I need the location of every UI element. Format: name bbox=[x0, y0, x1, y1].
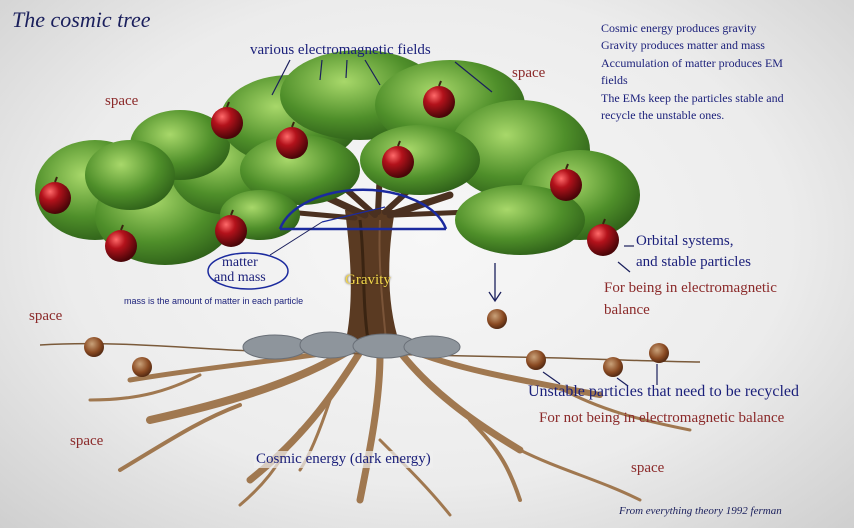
apple bbox=[105, 224, 137, 262]
unstable-particles-label: Unstable particles that need to be recyc… bbox=[528, 383, 799, 400]
apple bbox=[382, 140, 414, 178]
orbital-label: Orbital systems, and stable particles bbox=[636, 233, 751, 270]
note-line: The EMs keep the particles stable and bbox=[601, 90, 784, 105]
matter-mass-ellipse bbox=[207, 252, 289, 290]
gravity-label: Gravity bbox=[345, 272, 391, 288]
apple bbox=[587, 218, 619, 256]
particle bbox=[84, 337, 104, 357]
particle bbox=[132, 357, 152, 377]
space-label: space bbox=[512, 65, 546, 81]
note-line: fields bbox=[601, 73, 628, 88]
base-rocks bbox=[242, 331, 461, 360]
space-label: space bbox=[105, 93, 139, 109]
balance-label: For being in electromagnetic balance bbox=[604, 280, 777, 318]
trunk bbox=[345, 210, 400, 345]
em-field-pointers bbox=[271, 59, 493, 96]
note-line: Gravity produces matter and mass bbox=[601, 38, 765, 53]
credit-line: From everything theory 1992 ferman bbox=[619, 505, 782, 517]
em-fields-label: various electromagnetic fields bbox=[250, 42, 431, 58]
not-balance-label: For not being in electromagnetic balance bbox=[539, 410, 785, 426]
falling-arrow bbox=[488, 263, 502, 303]
note-line: recycle the unstable ones. bbox=[601, 107, 725, 122]
orbital-pointers bbox=[617, 245, 634, 273]
apple bbox=[423, 80, 455, 118]
roots bbox=[88, 346, 692, 517]
space-label: space bbox=[631, 460, 665, 476]
apple bbox=[215, 209, 247, 247]
particle bbox=[649, 343, 669, 363]
space-label: space bbox=[70, 433, 104, 449]
apple bbox=[211, 101, 243, 139]
particle bbox=[603, 357, 623, 377]
matter-pointer bbox=[269, 221, 323, 256]
particle bbox=[526, 350, 546, 370]
note-line: Cosmic energy produces gravity bbox=[601, 21, 757, 35]
unstable-particles bbox=[84, 309, 669, 377]
cosmic-energy-label: Cosmic energy (dark energy) bbox=[254, 451, 433, 468]
particle bbox=[487, 309, 507, 329]
apple bbox=[550, 163, 582, 201]
note-line: Accumulation of matter produces EM bbox=[601, 55, 783, 70]
explanation-notes: Cosmic energy produces gravity Gravity p… bbox=[601, 20, 784, 124]
gravity-arc bbox=[278, 188, 448, 231]
mass-note: mass is the amount of matter in each par… bbox=[124, 296, 304, 306]
matter-mass-label: matter and mass bbox=[214, 255, 266, 285]
diagram-title: The cosmic tree bbox=[12, 7, 151, 32]
foliage bbox=[35, 50, 640, 265]
apple bbox=[276, 121, 308, 159]
space-label: space bbox=[29, 308, 63, 324]
unstable-pointers bbox=[542, 364, 658, 387]
apple bbox=[39, 176, 71, 214]
apples bbox=[39, 80, 619, 262]
